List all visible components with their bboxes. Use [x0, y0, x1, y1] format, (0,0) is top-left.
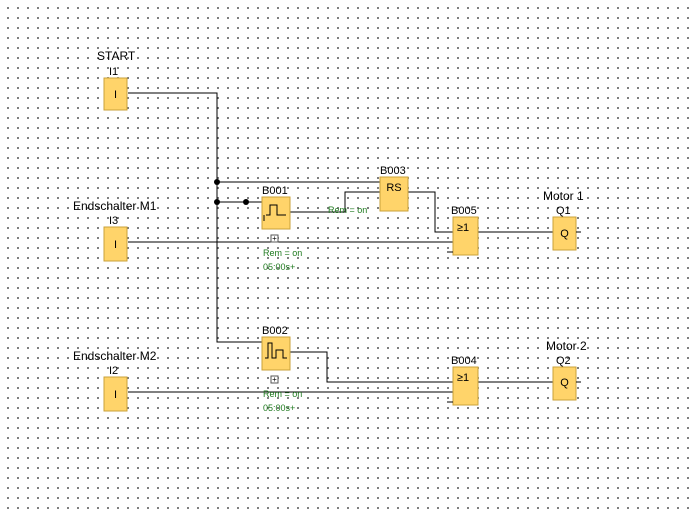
pulse-icon	[266, 204, 286, 216]
wire-b002-b004[interactable]	[290, 351, 453, 383]
wire-b003-b005[interactable]	[408, 191, 453, 233]
block-box-b001[interactable]	[261, 196, 291, 230]
block-param-time: 05:00s+	[263, 403, 295, 413]
svg-text:+: +	[272, 234, 277, 243]
block-param-time: 05:00s+	[263, 262, 295, 272]
input-box-i2[interactable]	[103, 376, 128, 412]
output-box-q1[interactable]	[552, 216, 577, 251]
input-block-i2[interactable]: Endschalter M2 I2 I	[73, 349, 157, 412]
output-title-motor-2: Motor 2	[546, 339, 587, 353]
expand-icon[interactable]: +	[270, 375, 279, 384]
output-box-q2[interactable]	[552, 366, 577, 401]
block-param-rem: Rem = on	[263, 248, 302, 258]
function-block-b003[interactable]: B003 RS Rem = on	[328, 165, 409, 215]
input-symbol: I	[114, 389, 117, 401]
input-title-start: START	[97, 49, 136, 63]
wire-b001-b003-reset[interactable]	[290, 191, 380, 213]
input-id-i1: I1	[109, 66, 118, 78]
wire-i1-trunk[interactable]	[128, 92, 262, 343]
function-block-b004[interactable]: B004 ≥1	[447, 355, 479, 406]
input-symbol: I	[114, 89, 117, 101]
junction-dot	[214, 199, 220, 205]
block-id-b001: B001	[262, 185, 288, 197]
input-id-i3: I3	[109, 215, 118, 227]
function-block-b001[interactable]: B001 + Rem = on 05:00s+	[261, 185, 302, 272]
input-box-i1[interactable]	[103, 77, 128, 111]
block-box-b004[interactable]	[452, 366, 479, 406]
block-box-b003[interactable]	[379, 176, 409, 212]
block-id-b003: B003	[380, 165, 406, 177]
junction-dot	[214, 179, 220, 185]
block-id-b005: B005	[451, 205, 477, 217]
block-symbol-or: ≥1	[457, 372, 469, 384]
output-id-q2: Q2	[556, 355, 571, 367]
function-block-b005[interactable]: B005 ≥1	[447, 205, 479, 256]
wires	[128, 92, 553, 393]
pulse-icon	[265, 342, 287, 359]
output-id-q1: Q1	[556, 205, 571, 217]
input-title-endschalter-m2: Endschalter M2	[73, 349, 157, 363]
block-param-rem: Rem = on	[263, 389, 302, 399]
junction-dot	[243, 199, 249, 205]
input-box-i3[interactable]	[103, 226, 128, 262]
output-symbol: Q	[560, 377, 569, 389]
output-block-q1[interactable]: Motor 1 Q1 Q	[543, 189, 584, 251]
block-box-b005[interactable]	[452, 216, 479, 256]
expand-icon[interactable]: +	[270, 234, 279, 243]
svg-text:+: +	[272, 375, 277, 384]
output-block-q2[interactable]: Motor 2 Q2 Q	[546, 339, 587, 401]
input-title-endschalter-m1: Endschalter M1	[73, 199, 157, 213]
input-symbol: I	[114, 239, 117, 251]
output-title-motor-1: Motor 1	[543, 189, 584, 203]
input-id-i2: I2	[109, 365, 118, 377]
block-id-b004: B004	[451, 355, 477, 367]
input-block-i3[interactable]: Endschalter M1 I3 I	[73, 199, 157, 262]
block-symbol-or: ≥1	[457, 222, 469, 234]
block-id-b002: B002	[262, 325, 288, 337]
block-symbol-rs: RS	[386, 182, 401, 194]
block-param-rem: Rem = on	[328, 205, 367, 215]
input-block-i1[interactable]: START I1 I	[97, 49, 136, 111]
output-symbol: Q	[560, 228, 569, 240]
function-block-b002[interactable]: B002 + Rem = on 05:00s+	[261, 325, 302, 413]
